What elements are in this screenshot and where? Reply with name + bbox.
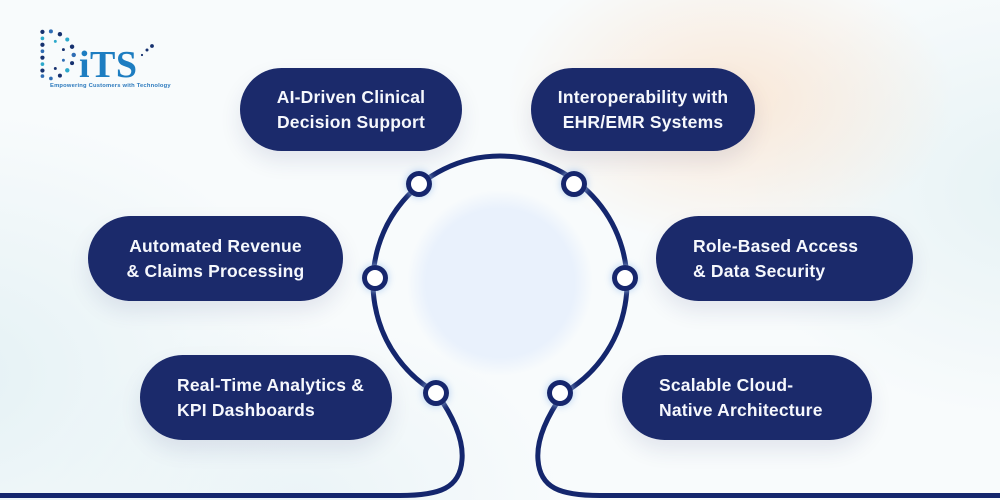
pill-label-line: Scalable Cloud-: [659, 375, 794, 396]
ring-path: [0, 153, 1000, 498]
inner-glow-circle: [407, 190, 593, 376]
pill-label-line: & Data Security: [693, 260, 826, 281]
brand-wordmark: iTS: [79, 43, 138, 86]
connector-node-mid-right: [612, 265, 638, 291]
feature-pill-automated-revenue-claims: Automated Revenue & Claims Processing: [88, 216, 343, 301]
feature-pill-ai-driven-clinical-decision-support: AI-Driven Clinical Decision Support: [240, 68, 462, 151]
feature-pill-real-time-analytics-kpi: Real-Time Analytics & KPI Dashboards: [140, 355, 392, 440]
pill-label-line: & Claims Processing: [126, 260, 305, 281]
brand-tagline: Empowering Customers with Technology: [50, 83, 171, 89]
connector-node-mid-left: [362, 265, 388, 291]
connector-node-bottom-left: [423, 380, 449, 406]
pill-label-line: Native Architecture: [659, 399, 823, 420]
feature-pill-role-based-access-security: Role-Based Access & Data Security: [656, 216, 913, 301]
pill-label-line: EHR/EMR Systems: [562, 111, 724, 132]
sparkle-dots-icon: [140, 44, 154, 57]
pill-label-line: Real-Time Analytics &: [177, 375, 365, 396]
pill-label-line: Automated Revenue: [129, 236, 302, 257]
connector-node-bottom-right: [547, 380, 573, 406]
pill-label-line: Interoperability with: [557, 87, 729, 108]
connector-node-top-left: [406, 171, 432, 197]
pill-label-line: Role-Based Access: [693, 236, 859, 257]
pill-label-line: KPI Dashboards: [177, 399, 315, 420]
pill-label-line: Decision Support: [276, 111, 426, 132]
feature-pill-interoperability-ehr-emr: Interoperability with EHR/EMR Systems: [531, 68, 755, 151]
feature-pill-scalable-cloud-native: Scalable Cloud- Native Architecture: [622, 355, 872, 440]
connector-node-top-right: [561, 171, 587, 197]
pill-label-line: AI-Driven Clinical: [276, 87, 426, 108]
dits-brand-logo: iTS Empowering Customers with Technology: [36, 26, 171, 89]
dotted-d-logo-icon: [40, 29, 76, 81]
